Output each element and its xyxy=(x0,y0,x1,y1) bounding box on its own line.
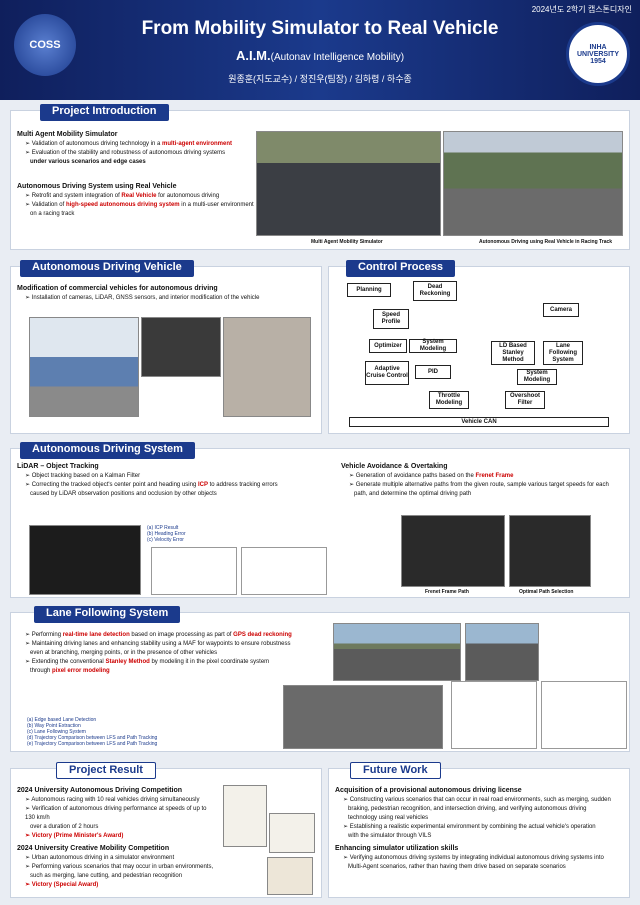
team-members: 원종훈(지도교수) / 정진우(팀장) / 김하령 / 하수종 xyxy=(228,74,412,84)
poster-title: From Mobility Simulator to Real Vehicle xyxy=(141,18,499,39)
vehicle-section: Modification of commercial vehicles for … xyxy=(10,266,322,434)
edge-lane-image xyxy=(333,623,461,681)
optimal-caption: Optimal Path Selection xyxy=(519,589,574,595)
coss-logo: COSS xyxy=(14,14,76,76)
lane-following-image xyxy=(283,685,443,749)
result-heading-1: 2024 University Autonomous Driving Compe… xyxy=(17,787,183,794)
icp-result-image xyxy=(29,525,141,595)
result-award-1: ➢ Victory (Prime Minister's Award) xyxy=(25,833,124,839)
lane-title: Lane Following System xyxy=(34,606,181,623)
planning-box: Planning xyxy=(347,283,391,297)
control-title: Control Process xyxy=(346,260,455,277)
intro-bullet-3: ➢ Retrofit and system integration of Rea… xyxy=(25,193,220,199)
result-bullet-4: ➢ Urban autonomous driving in a simulato… xyxy=(25,855,175,861)
lane-legend: (a) Edge based Lane Detection(b) Way Poi… xyxy=(27,717,158,747)
result-bullet-1: ➢ Autonomous racing with 10 real vehicle… xyxy=(25,797,200,803)
lidar-bullet-2: ➢ Correcting the tracked object's center… xyxy=(25,482,278,497)
vehicle-heading: Modification of commercial vehicles for … xyxy=(17,285,218,292)
speed-profile-box: Speed Profile xyxy=(373,309,409,329)
control-section: Planning Dead Reckoning Camera Speed Pro… xyxy=(328,266,630,434)
ld-stanley-box: LD Based Stanley Method xyxy=(491,341,535,365)
throttle-modeling-box: Throttle Modeling xyxy=(429,391,469,409)
result-award-2: ➢ Victory (Special Award) xyxy=(25,882,99,888)
racing-track-image xyxy=(443,131,623,236)
future-bullet-3: ➢ Verifying autonomous driving systems b… xyxy=(343,855,604,870)
vehicle-can-box: Vehicle CAN xyxy=(349,417,609,427)
intro-heading-2: Autonomous Driving System using Real Veh… xyxy=(17,183,177,190)
camera-box: Camera xyxy=(543,303,579,317)
avoidance-heading: Vehicle Avoidance & Overtaking xyxy=(341,463,448,470)
trajectory-plot-e xyxy=(541,681,627,749)
future-title: Future Work xyxy=(350,762,441,779)
future-bullet-2: ➢ Establishing a realistic experimental … xyxy=(343,824,596,839)
lidar-heading: LiDAR – Object Tracking xyxy=(17,463,99,470)
avoidance-bullet-1: ➢ Generation of avoidance paths based on… xyxy=(349,473,514,479)
intro-heading-1: Multi Agent Mobility Simulator xyxy=(17,131,118,138)
result-section: 2024 University Autonomous Driving Compe… xyxy=(10,768,322,898)
ads-section: LiDAR – Object Tracking ➢ Object trackin… xyxy=(10,448,630,598)
simulator-caption: Multi Agent Mobility Simulator xyxy=(311,239,383,245)
lidar-text: LiDAR – Object Tracking ➢ Object trackin… xyxy=(17,463,317,499)
frenet-path-image xyxy=(401,515,505,587)
optimizer-box: Optimizer xyxy=(369,339,407,353)
term-label: 2024년도 2학기 캡스톤디자인 xyxy=(531,5,632,14)
system-modeling-box: System Modeling xyxy=(409,339,457,353)
result-bullet-2: ➢ Verification of autonomous driving per… xyxy=(25,806,207,830)
vehicle-interior-image xyxy=(141,317,221,377)
intro-bullet-2: ➢ Evaluation of the stability and robust… xyxy=(25,150,226,165)
future-bullet-1: ➢ Constructing various scenarios that ca… xyxy=(343,797,611,821)
avoidance-text: Vehicle Avoidance & Overtaking ➢ Generat… xyxy=(341,463,626,499)
intro-text: Multi Agent Mobility Simulator ➢ Validat… xyxy=(17,131,257,219)
racing-caption: Autonomous Driving using Real Vehicle in… xyxy=(479,239,613,245)
certificate-image-1 xyxy=(223,785,267,847)
inha-seal-logo: INHA UNIVERSITY 1954 xyxy=(566,22,630,86)
team-name: A.I.M.(Autonav Intelligence Mobility) xyxy=(235,48,405,63)
simulator-image xyxy=(256,131,441,236)
overshoot-filter-box: Overshoot Filter xyxy=(505,391,545,409)
lane-section: ➢ Performing real-time lane detection ba… xyxy=(10,612,630,752)
waypoint-image xyxy=(465,623,539,681)
lane-bullet-3: ➢ Extending the conventional Stanley Met… xyxy=(25,659,270,674)
header-banner: COSS 2024년도 2학기 캡스톤디자인 From Mobility Sim… xyxy=(0,0,640,100)
result-bullet-5: ➢ Performing various scenarios that may … xyxy=(25,864,214,879)
future-section: Acquisition of a provisional autonomous … xyxy=(328,768,630,898)
trajectory-plot-d xyxy=(451,681,537,749)
vehicle-title: Autonomous Driving Vehicle xyxy=(20,260,194,277)
lidar-bullet-1: ➢ Object tracking based on a Kalman Filt… xyxy=(25,473,141,479)
intro-bullet-1: ➢ Validation of autonomous driving techn… xyxy=(25,141,233,147)
acc-box: Adaptive Cruise Control xyxy=(365,361,409,385)
frenet-caption: Frenet Frame Path xyxy=(425,589,469,595)
vehicle-equipment-image xyxy=(223,317,311,417)
dead-reckoning-box: Dead Reckoning xyxy=(413,281,457,301)
lane-bullet-2: ➢ Maintaining driving lanes and enhancin… xyxy=(25,641,291,656)
lane-bullet-1: ➢ Performing real-time lane detection ba… xyxy=(25,632,292,638)
avoidance-bullet-2: ➢ Generate multiple alternative paths fr… xyxy=(349,482,609,497)
certificate-image-2 xyxy=(269,813,315,853)
pid-box: PID xyxy=(415,365,451,379)
intro-bullet-4: ➢ Validation of high-speed autonomous dr… xyxy=(25,202,254,217)
optimal-path-image xyxy=(509,515,591,587)
result-text: 2024 University Autonomous Driving Compe… xyxy=(17,787,217,890)
lane-following-box: Lane Following System xyxy=(543,341,583,365)
future-text: Acquisition of a provisional autonomous … xyxy=(335,787,627,872)
future-heading-1: Acquisition of a provisional autonomous … xyxy=(335,787,522,794)
result-title: Project Result xyxy=(56,762,156,779)
certificate-image-3 xyxy=(267,857,313,895)
future-heading-2: Enhancing simulator utilization skills xyxy=(335,845,459,852)
ads-legend: (a) ICP Result(b) Heading Error(c) Veloc… xyxy=(147,525,186,543)
vehicle-text: Modification of commercial vehicles for … xyxy=(17,285,317,303)
vehicle-bullet: ➢ Installation of cameras, LiDAR, GNSS s… xyxy=(25,295,260,301)
heading-error-plot xyxy=(151,547,237,595)
vehicle-car-image xyxy=(29,317,139,417)
intro-section: Multi Agent Mobility Simulator ➢ Validat… xyxy=(10,110,630,250)
velocity-error-plot xyxy=(241,547,327,595)
ads-title: Autonomous Driving System xyxy=(20,442,195,459)
intro-title: Project Introduction xyxy=(40,104,169,121)
lane-text: ➢ Performing real-time lane detection ba… xyxy=(25,631,335,676)
system-modeling-2-box: System Modeling xyxy=(517,369,557,385)
result-heading-2: 2024 University Creative Mobility Compet… xyxy=(17,845,170,852)
